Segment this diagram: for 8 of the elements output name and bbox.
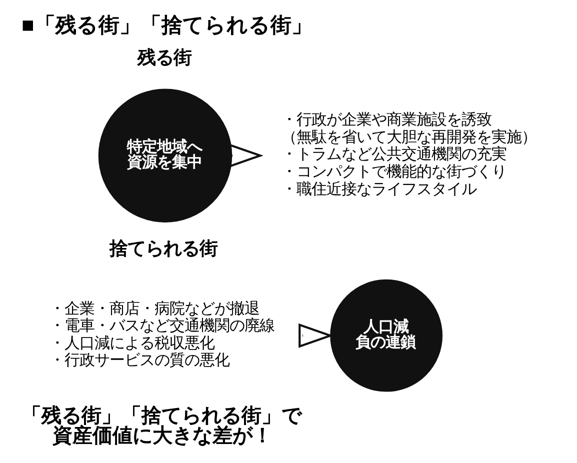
label: 残る街 bbox=[136, 46, 191, 68]
caption: 「残る街」「捨てられる街」で資産価値に大きな差が！ bbox=[21, 404, 302, 448]
label: 捨てられる街 bbox=[108, 238, 217, 259]
node-text: ・企業・商店・病院などが撤退 ・電車・バスなど交通機関の廃線 ・人口減による税収悪化 ・行政サービスの質の悪化 bbox=[48, 300, 274, 370]
node-circle: 人口減負の連鎖 bbox=[330, 279, 442, 392]
node-text: ・行政が企業や商業施設を誘致（無駄を省いて大胆な再開発を実施） ・トラムなど公共交通機関の充実 ・コンパクトで機能的な街づくり ・職住近接なライフスタイル bbox=[281, 112, 536, 198]
diagram-title: ■「残る街」「捨てられる街」 bbox=[21, 14, 312, 37]
arrow bbox=[298, 323, 334, 348]
